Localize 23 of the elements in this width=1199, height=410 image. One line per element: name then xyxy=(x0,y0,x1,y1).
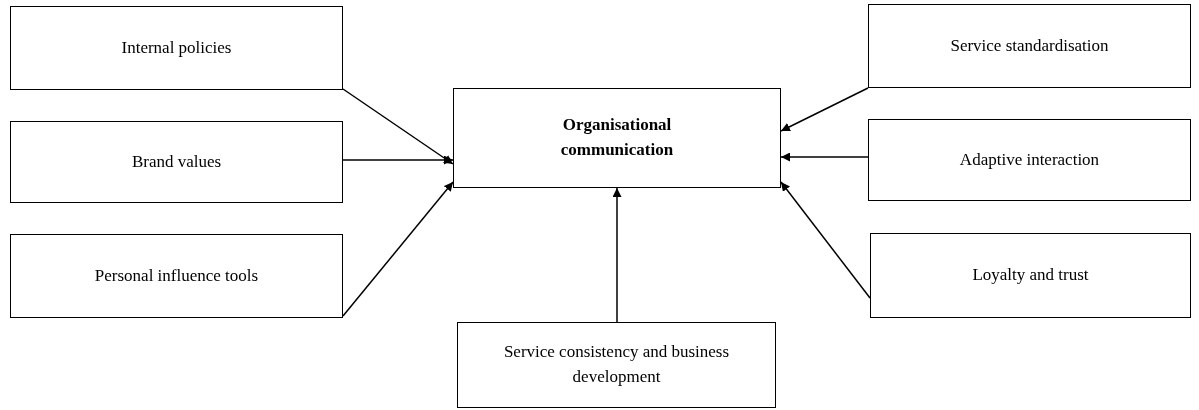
process-box xyxy=(10,234,343,318)
box-label: Service consistency and business development xyxy=(502,341,731,388)
box-label: Adaptive interaction xyxy=(958,148,1101,171)
arrow xyxy=(342,155,454,165)
box-label: Organisational communication xyxy=(559,114,675,161)
arrow xyxy=(342,181,454,317)
process-box xyxy=(453,88,781,188)
arrow xyxy=(780,87,869,132)
arrow xyxy=(780,181,871,299)
box-label: Loyalty and trust xyxy=(971,264,1090,287)
arrow xyxy=(780,152,869,162)
process-box xyxy=(10,121,343,203)
box-label: Internal policies xyxy=(120,36,233,59)
process-box xyxy=(10,6,343,90)
box-label: Service standardisation xyxy=(949,34,1110,57)
arrow xyxy=(612,187,622,323)
process-box xyxy=(457,322,776,408)
process-box xyxy=(868,119,1191,201)
process-box xyxy=(870,233,1191,318)
box-label: Brand values xyxy=(130,150,223,173)
arrow xyxy=(342,88,454,165)
box-label: Personal influence tools xyxy=(93,264,260,287)
process-box xyxy=(868,4,1191,88)
